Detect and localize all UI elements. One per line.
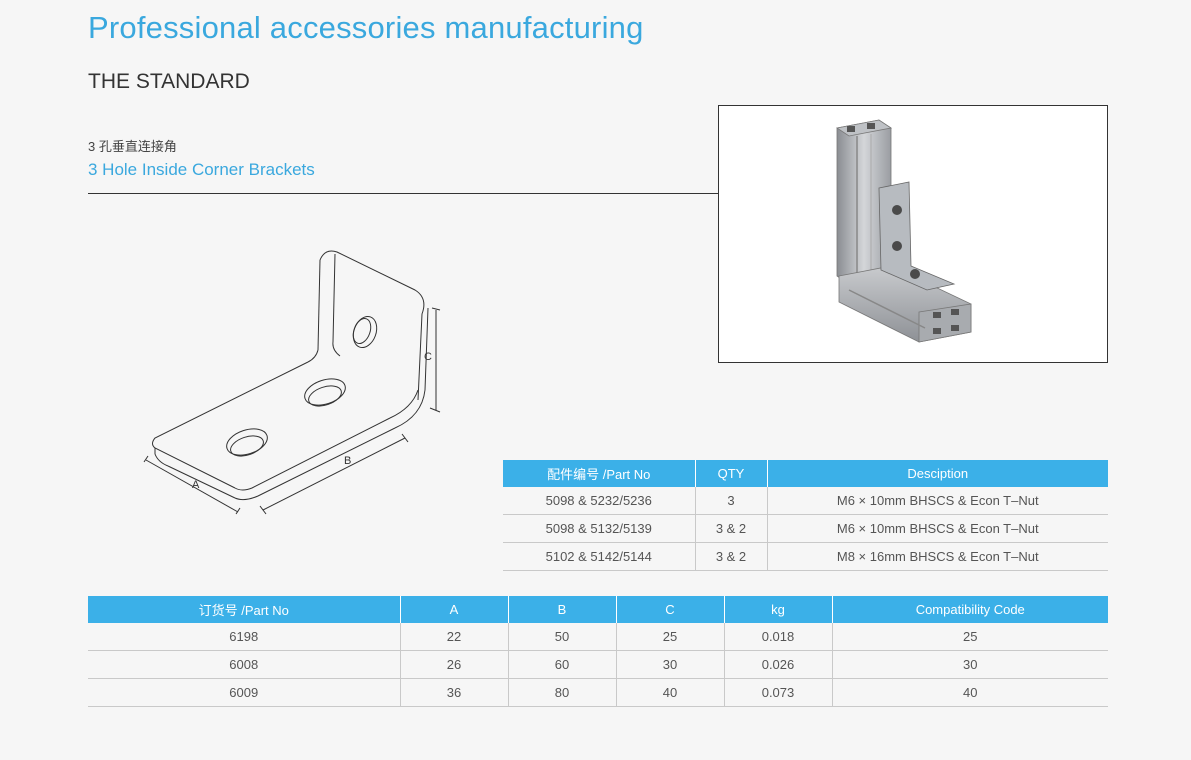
parts-header-part-no: 配件编号 /Part No — [503, 460, 696, 487]
parts-cell-qty: 3 & 2 — [695, 542, 768, 571]
spec-cell-part-no: 6009 — [88, 678, 401, 707]
parts-cell-part-no: 5102 & 5142/5144 — [503, 542, 696, 571]
spec-table: 订货号 /Part No A B C kg Compatibility Code… — [88, 596, 1108, 707]
bracket-technical-drawing: C A B — [140, 240, 470, 530]
spec-cell-c: 25 — [616, 623, 725, 651]
spec-cell-a: 36 — [400, 678, 509, 707]
parts-table-header: 配件编号 /Part No QTY Desciption — [503, 460, 1108, 487]
table-row: 6009 36 80 40 0.073 40 — [88, 678, 1108, 707]
spec-header-part-no: 订货号 /Part No — [88, 596, 401, 623]
spec-cell-kg: 0.073 — [724, 678, 833, 707]
parts-cell-qty: 3 — [695, 487, 768, 515]
parts-cell-qty: 3 & 2 — [695, 514, 768, 543]
spec-cell-a: 26 — [400, 650, 509, 679]
spec-cell-compatibility: 30 — [832, 650, 1108, 679]
spec-header-a: A — [400, 596, 509, 623]
spec-cell-part-no: 6198 — [88, 623, 401, 651]
parts-cell-part-no: 5098 & 5132/5139 — [503, 514, 696, 543]
section-divider — [88, 193, 718, 194]
spec-header-b: B — [508, 596, 617, 623]
parts-cell-description: M8 × 16mm BHSCS & Econ T–Nut — [767, 542, 1108, 571]
product-name-cn: 3 孔垂直连接角 — [88, 139, 177, 154]
product-photo-illustration — [835, 119, 972, 343]
spec-cell-kg: 0.026 — [724, 650, 833, 679]
parts-cell-description: M6 × 10mm BHSCS & Econ T–Nut — [767, 487, 1108, 515]
product-name-en: 3 Hole Inside Corner Brackets — [88, 160, 315, 179]
page-title: Professional accessories manufacturing — [88, 10, 644, 45]
table-row: 6008 26 60 30 0.026 30 — [88, 650, 1108, 679]
table-row: 5098 & 5232/5236 3 M6 × 10mm BHSCS & Eco… — [503, 487, 1108, 515]
page-subtitle: THE STANDARD — [88, 70, 250, 93]
spec-header-c: C — [616, 596, 725, 623]
spec-cell-compatibility: 40 — [832, 678, 1108, 707]
parts-cell-description: M6 × 10mm BHSCS & Econ T–Nut — [767, 514, 1108, 543]
parts-header-description: Desciption — [767, 460, 1108, 487]
product-photo — [718, 105, 1108, 363]
table-row: 6198 22 50 25 0.018 25 — [88, 623, 1108, 651]
spec-cell-b: 60 — [508, 650, 617, 679]
spec-header-kg: kg — [724, 596, 833, 623]
dimension-b-label: B — [344, 455, 351, 467]
parts-header-qty: QTY — [695, 460, 768, 487]
spec-header-compatibility: Compatibility Code — [832, 596, 1108, 623]
spec-cell-c: 30 — [616, 650, 725, 679]
spec-table-header: 订货号 /Part No A B C kg Compatibility Code — [88, 596, 1108, 623]
spec-cell-a: 22 — [400, 623, 509, 651]
spec-cell-b: 50 — [508, 623, 617, 651]
table-row: 5098 & 5132/5139 3 & 2 M6 × 10mm BHSCS &… — [503, 514, 1108, 543]
bracket-line-drawing: C A B — [143, 250, 441, 515]
spec-cell-compatibility: 25 — [832, 623, 1108, 651]
dimension-c-label: C — [424, 351, 432, 363]
spec-cell-b: 80 — [508, 678, 617, 707]
dimension-a-label: A — [192, 479, 200, 491]
spec-cell-part-no: 6008 — [88, 650, 401, 679]
parts-cell-part-no: 5098 & 5232/5236 — [503, 487, 696, 515]
parts-table: 配件编号 /Part No QTY Desciption 5098 & 5232… — [503, 460, 1108, 571]
spec-cell-kg: 0.018 — [724, 623, 833, 651]
spec-cell-c: 40 — [616, 678, 725, 707]
table-row: 5102 & 5142/5144 3 & 2 M8 × 16mm BHSCS &… — [503, 542, 1108, 571]
